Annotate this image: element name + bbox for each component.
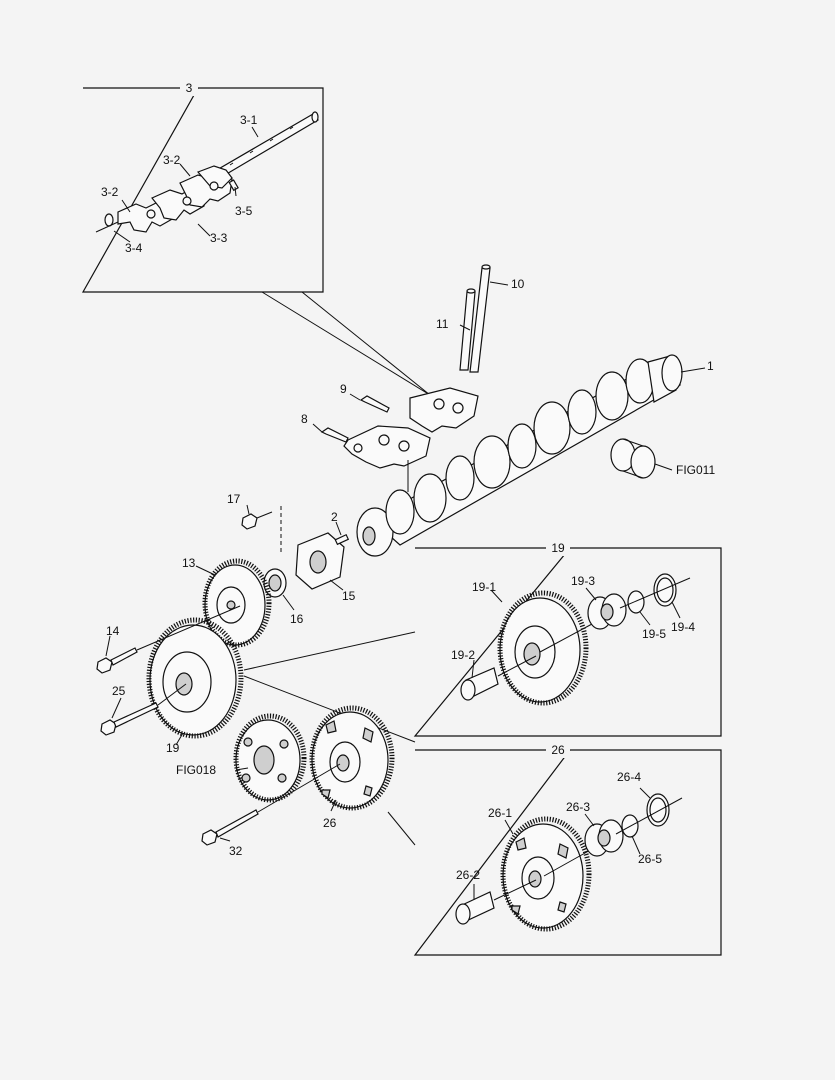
callout-2: 2 (331, 510, 338, 524)
callout-19-box-title: 19 (551, 541, 565, 555)
callout-3: 3 (186, 81, 193, 95)
gear-fig018 (233, 713, 307, 803)
thrust-plate (295, 532, 345, 591)
callout-25: 25 (112, 684, 126, 698)
callout-15: 15 (342, 589, 356, 603)
camshaft (356, 354, 706, 557)
callout-32: 32 (229, 844, 243, 858)
callout-19-4: 19-4 (671, 620, 695, 634)
callout-fig011: FIG011 (676, 463, 715, 477)
callout-26-4: 26-4 (617, 770, 641, 784)
callout-26-box-title: 26 (551, 743, 565, 757)
callout-9: 9 (340, 382, 347, 396)
callout-19-3: 19-3 (571, 574, 595, 588)
callout-17: 17 (227, 492, 241, 506)
callout-3-3: 3-3 (210, 231, 228, 245)
leaders-box-3 (113, 126, 259, 243)
gear-13 (195, 558, 272, 648)
callout-19-5: 19-5 (642, 627, 666, 641)
callout-19-1: 19-1 (472, 580, 496, 594)
callout-26-5: 26-5 (638, 852, 662, 866)
callout-8: 8 (301, 412, 308, 426)
push-rods (459, 264, 509, 373)
callout-26-1: 26-1 (488, 806, 512, 820)
callout-11: 11 (436, 317, 449, 331)
callout-10: 10 (511, 277, 525, 291)
callout-3-4: 3-4 (125, 241, 143, 255)
callout-19-2: 19-2 (451, 648, 475, 662)
callout-26-2: 26-2 (456, 868, 480, 882)
camshaft-bushing (610, 438, 673, 479)
rocker-arms (95, 165, 239, 233)
detail-box-19 (413, 547, 722, 737)
callout-labels: 3 3-1 3-2 3-2 3-3 3-4 3-5 10 11 1 9 8 FI… (101, 80, 715, 882)
callout-1: 1 (707, 359, 714, 373)
callout-26-3: 26-3 (566, 800, 590, 814)
callout-fig018: FIG018 (176, 763, 216, 777)
thrust-washer (263, 568, 295, 611)
callout-3-5: 3-5 (235, 204, 253, 218)
bolt-32 (201, 763, 341, 846)
gear-26 (309, 705, 416, 846)
bolt-17 (241, 504, 282, 552)
callout-16: 16 (290, 612, 304, 626)
callout-3-2: 3-2 (163, 153, 181, 167)
rocker-bracket-assembly (343, 387, 479, 492)
callout-19: 19 (166, 741, 180, 755)
callout-3-2: 3-2 (101, 185, 119, 199)
detail-box-26 (413, 749, 722, 956)
callout-26: 26 (323, 816, 337, 830)
bolt-14 (96, 605, 241, 674)
bolt-25 (100, 683, 187, 736)
callout-3-1: 3-1 (240, 113, 258, 127)
detail-box-3 (81, 87, 431, 396)
key (334, 521, 350, 546)
bolts-8-9 (312, 393, 390, 443)
callout-14: 14 (106, 624, 120, 638)
callout-13: 13 (182, 556, 196, 570)
